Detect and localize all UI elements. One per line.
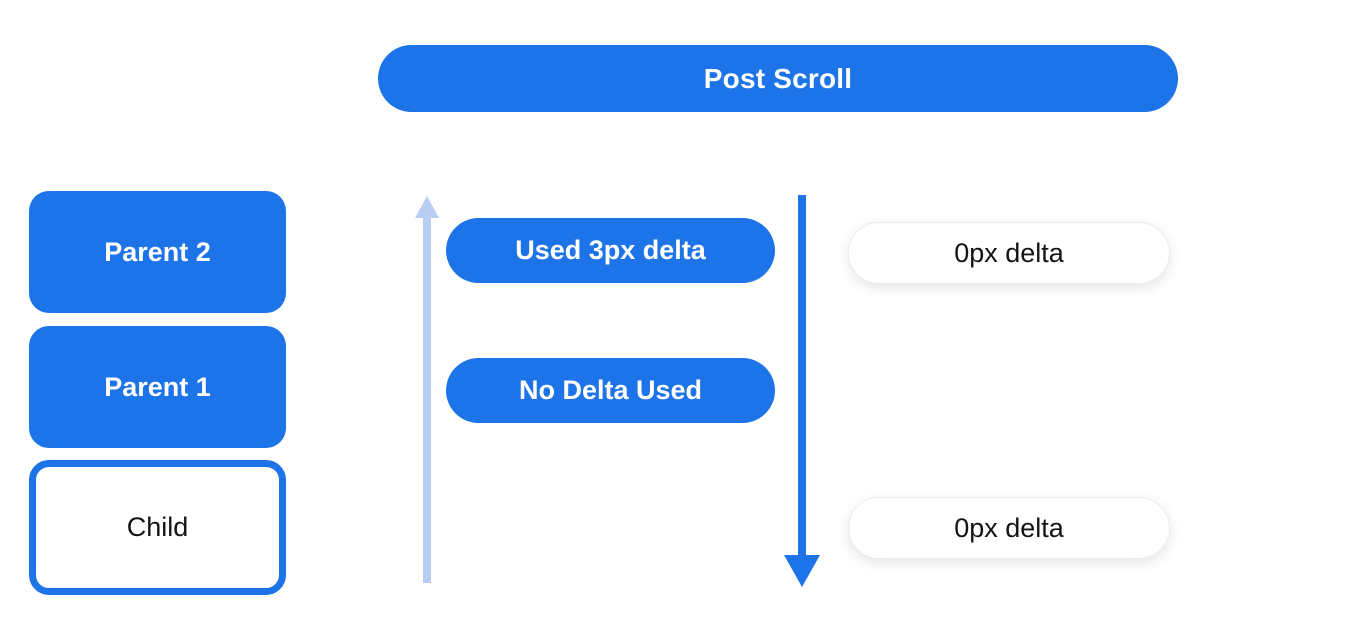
- child-label: Child: [126, 512, 189, 542]
- zero-delta-pill-top: 0px delta: [848, 222, 1170, 284]
- post-scroll-banner-label: Post Scroll: [703, 62, 853, 94]
- no-delta-pill: No Delta Used: [446, 358, 775, 423]
- down-arrow-head: [784, 555, 820, 587]
- used-delta-label: Used 3px delta: [515, 235, 706, 265]
- down-arrow-icon: [784, 195, 820, 587]
- parent-2-label: Parent 2: [104, 236, 211, 267]
- up-arrow-head: [415, 196, 439, 218]
- up-arrow-line: [423, 216, 431, 583]
- zero-delta-bottom-label: 0px delta: [954, 512, 1064, 543]
- zero-delta-pill-bottom: 0px delta: [848, 497, 1170, 559]
- parent-1-box: Parent 1: [29, 326, 286, 448]
- parent-2-box: Parent 2: [29, 191, 286, 313]
- no-delta-label: No Delta Used: [518, 375, 703, 405]
- post-scroll-banner: Post Scroll: [378, 45, 1178, 112]
- used-delta-pill: Used 3px delta: [446, 218, 775, 283]
- zero-delta-top-label: 0px delta: [954, 237, 1064, 268]
- up-arrow-icon: [415, 196, 439, 583]
- down-arrow-line: [798, 195, 806, 557]
- child-box: Child: [29, 460, 286, 595]
- parent-1-label: Parent 1: [104, 371, 211, 402]
